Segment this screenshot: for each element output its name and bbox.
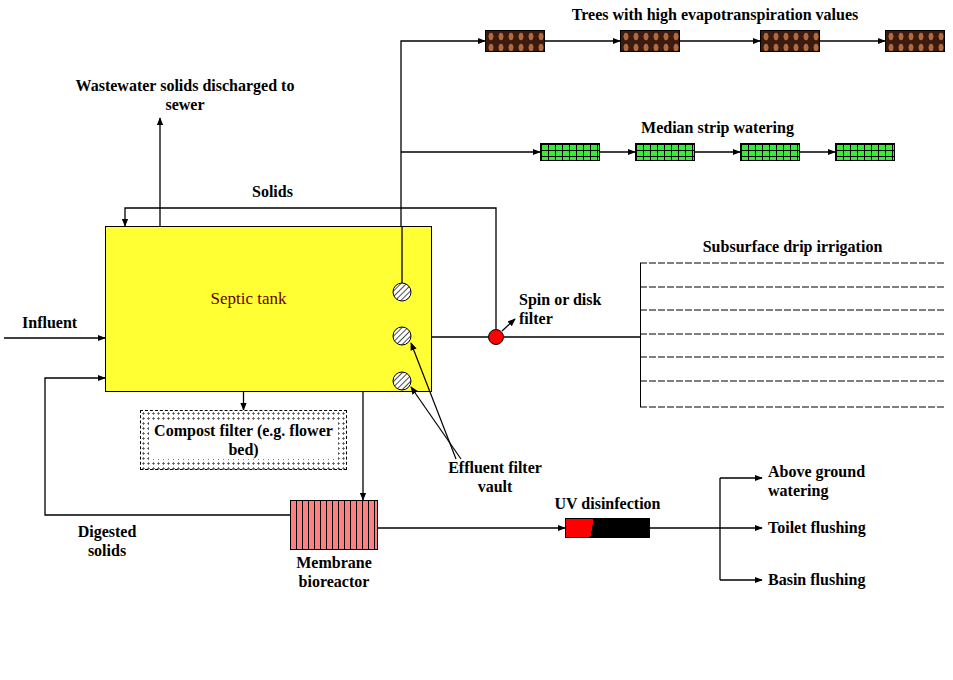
drip-irrigation: Subsurface drip irrigation [640, 262, 945, 408]
node-text: Trees with high evapotranspiration value… [572, 5, 859, 24]
drip-line [640, 357, 945, 358]
plain-label: Influent [22, 313, 77, 332]
median-block [740, 143, 800, 161]
plain-label: Toilet flushing [768, 518, 866, 537]
drip-lines [640, 262, 945, 408]
effluent-vaults [106, 227, 433, 393]
median-block [635, 143, 695, 161]
median-block [835, 143, 895, 161]
edge-label: Digested solids [55, 522, 159, 560]
flow-connector [401, 41, 485, 226]
filter-vault [393, 372, 411, 390]
flow-connector [504, 336, 640, 337]
node-text: Subsurface drip irrigation [703, 237, 883, 256]
membrane-bioreactor: Membrane bioreactor [290, 500, 378, 550]
uv-unit: UV disinfection [565, 518, 650, 538]
septic-tank: Septic tank [105, 226, 432, 392]
tree-row: Trees with high evapotranspiration value… [485, 30, 945, 52]
filter-vault [393, 327, 411, 345]
reuse-branches [650, 478, 762, 580]
drip-line [640, 407, 945, 408]
drip-line [640, 381, 945, 382]
plain-label: Above ground watering [768, 462, 928, 500]
tree-block [885, 30, 945, 52]
flow-connector [432, 336, 488, 337]
node-text: Spin or disk filter [519, 290, 629, 328]
filter-vault [393, 283, 411, 301]
flow-connector [378, 527, 565, 528]
plain-label: Wastewater solids discharged to sewer [70, 76, 300, 114]
flow-connector [401, 151, 540, 152]
row-arrows [485, 30, 486, 31]
median-block [540, 143, 600, 161]
tree-block [620, 30, 680, 52]
median-strip: Median strip watering [540, 143, 895, 161]
drip-line [640, 334, 945, 335]
spin-filter: Spin or disk filter [488, 329, 504, 345]
tree-block [760, 30, 820, 52]
flow-connector [362, 392, 363, 500]
node-text: Median strip watering [641, 118, 794, 137]
row-arrow [680, 40, 760, 41]
node-text: Membrane bioreactor [279, 553, 389, 591]
row-arrow [600, 151, 635, 152]
leader-line [411, 387, 461, 459]
compost-filter: Compost filter (e.g. flower bed) [140, 410, 347, 470]
plain-label: Effluent filter vault [440, 458, 550, 496]
plain-label: Basin flushing [768, 570, 865, 589]
row-arrow [695, 151, 740, 152]
node-text: Septic tank [210, 289, 286, 309]
row-arrow [800, 151, 835, 152]
node-text: Compost filter (e.g. flower bed) [149, 421, 338, 459]
filter-leader [502, 319, 515, 331]
node-text: UV disinfection [553, 494, 663, 513]
row-arrows [540, 143, 541, 144]
vault-riser [401, 227, 402, 283]
influent-arrow [4, 337, 105, 338]
row-arrow [545, 40, 620, 41]
flow-connector [243, 392, 244, 410]
drip-line [640, 287, 945, 288]
sewer-arrow [159, 118, 160, 226]
edge-label: Solids [250, 182, 295, 201]
row-arrow [820, 40, 885, 41]
drip-line [640, 310, 945, 311]
drip-line [640, 263, 945, 264]
tree-block [485, 30, 545, 52]
